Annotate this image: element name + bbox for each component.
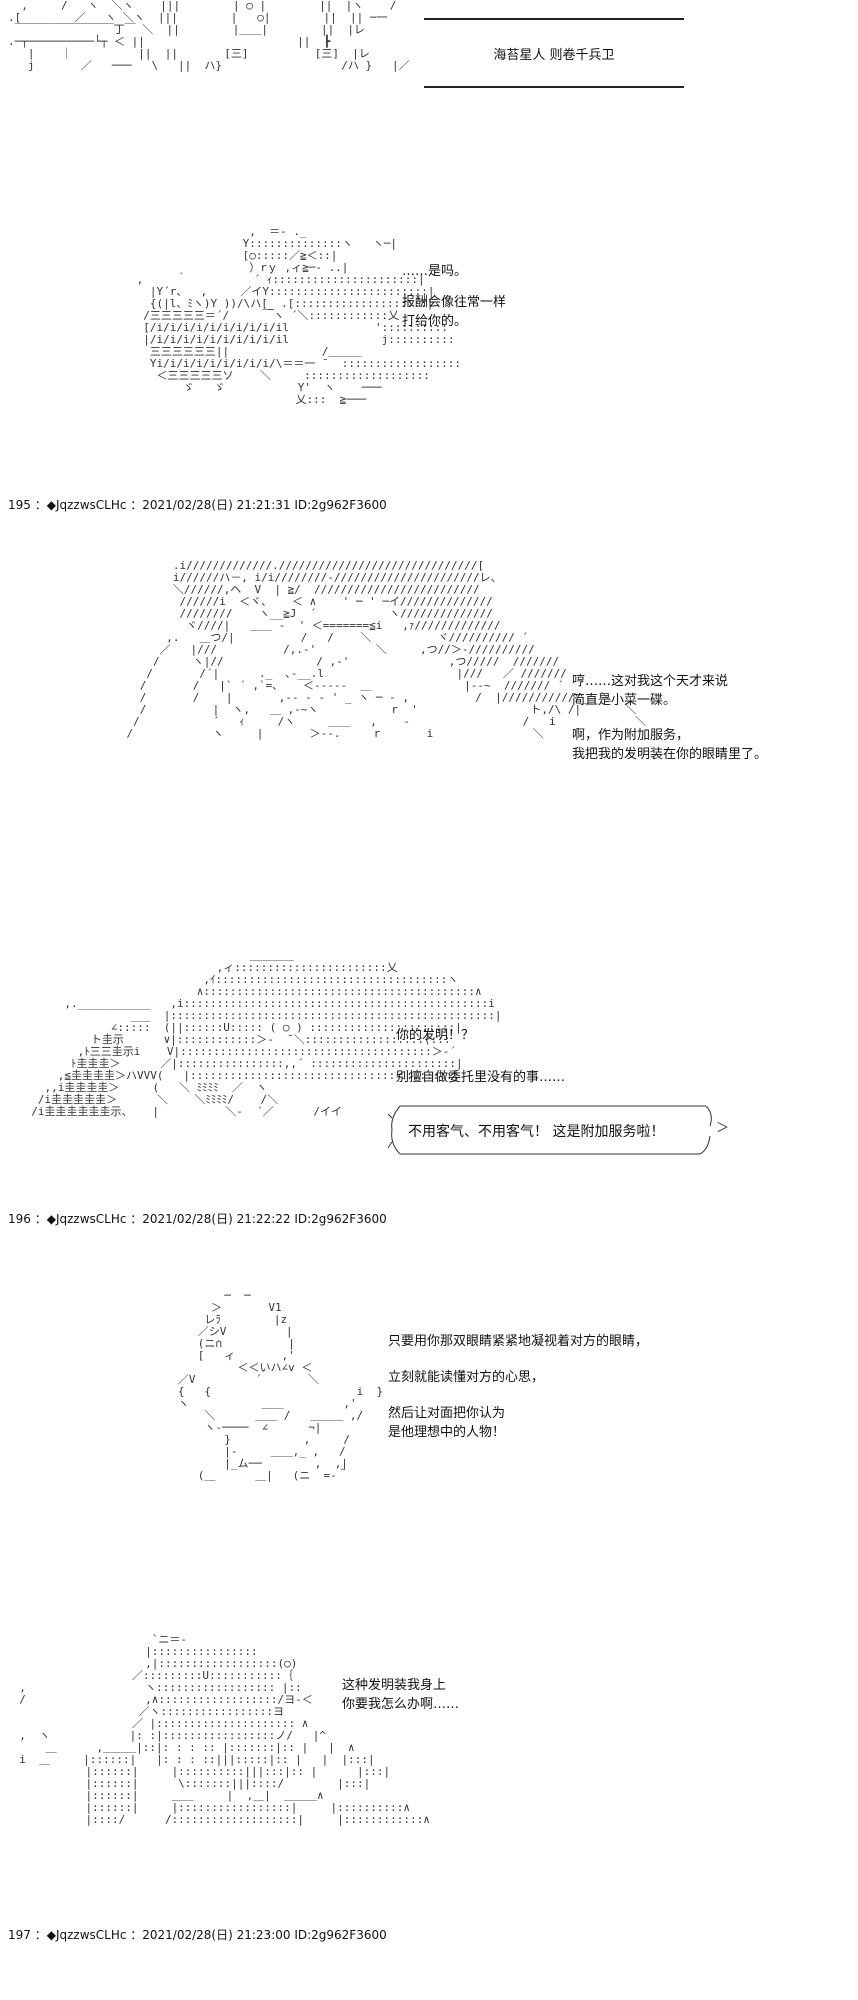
dialog-panel-3b: 啊，作为附加服务， 我把我的发明装在你的眼睛里了。 [572, 726, 767, 764]
dialog-line: 只要用你那双眼睛紧紧地凝视着对方的眼睛， [388, 1334, 649, 1349]
speech-bubble-outline [388, 1105, 712, 1155]
dialog-panel-5b: 立刻就能读懂对方的心思， [388, 1368, 544, 1387]
character-name: 海苔星人 则卷千兵卫 [493, 48, 615, 63]
dialog-line: 报酬会像往常一样 [402, 295, 507, 310]
ascii-art-panel-5: ─ ─ ＞ V1 レﾗ |z ／シV | (ニ∩ | [ ィ ,' ＜＜いハ∠v… [177, 1289, 384, 1482]
dialog-line: 你要我怎么办啊…… [342, 1697, 460, 1712]
dialog-panel-4a: 你的发明！？ [396, 1026, 474, 1045]
speech-bubble: 不用客气、不用客气！ 这是附加服务啦！ [388, 1104, 718, 1156]
post-header-197: 197 ：◆JqzzwsCLHc ：2021/02/28(日) 21:23:00… [8, 1928, 387, 1942]
ascii-art-panel-3: .i/////////////.////////////////////////… [126, 559, 647, 740]
ascii-art-top: , / ヽ ＼ヽ ||| | ○ | || |ヽ / .[ ／ ヽ ＼ヽ |||… [8, 0, 410, 72]
dialog-panel-6: 这种发明装我身上 你要我怎么办啊…… [342, 1676, 459, 1714]
post-header-196: 196 ：◆JqzzwsCLHc ：2021/02/28(日) 21:22:22… [8, 1212, 387, 1226]
speech-bubble-text: 不用客气、不用客气！ 这是附加服务啦！ [408, 1124, 665, 1140]
dialog-line: 简直是小菜一碟。 [572, 693, 677, 708]
dialog-line: 你的发明！？ [396, 1028, 475, 1043]
dialog-line: 啊，作为附加服务， [572, 728, 690, 743]
dialog-line: 打给你的。 [402, 314, 468, 329]
dialog-line: 哼……这对我这个天才来说 [572, 674, 729, 689]
dialog-line: 别擅自做委托里没有的事…… [396, 1070, 566, 1085]
dialog-line: 我把我的发明装在你的眼睛里了。 [572, 747, 768, 762]
dialog-panel-5c: 然后让对面把你认为 是他理想中的人物！ [388, 1404, 505, 1442]
dialog-line: 这种发明装我身上 [342, 1678, 447, 1693]
ascii-art-panel-6: `ニ＝- |:::::::::::::::: ,|:::::::::::::::… [19, 1633, 430, 1826]
post-header-195: 195 ：◆JqzzwsCLHc ：2021/02/28(日) 21:21:31… [8, 498, 387, 512]
dialog-panel-5a: 只要用你那双眼睛紧紧地凝视着对方的眼睛， [388, 1332, 648, 1351]
dialog-panel-3a: 哼……这对我这个天才来说 简直是小菜一碟。 [572, 672, 728, 710]
dialog-line: ……是吗。 [402, 264, 468, 279]
ascii-art-panel-4: ＿＿＿＿ ,ィ:::::::::::::::::::::::乂 ,ｲ::::::… [31, 949, 502, 1118]
name-box-bottom-rule [424, 86, 684, 88]
character-name-box: 海苔星人 则卷千兵卫 [424, 14, 684, 88]
speech-bubble-arrow: ＞ [716, 1121, 730, 1136]
name-box-top-rule [424, 18, 684, 20]
ascii-art-panel-2: , ＝- ._ Y::::::::::::::ヽ ヽ─| [○:::::／≧＜:… [136, 225, 462, 406]
dialog-panel-2: ……是吗。 报酬会像往常一样 打给你的。 [402, 262, 506, 331]
dialog-line: 然后让对面把你认为 [388, 1406, 506, 1421]
dialog-line: 是他理想中的人物！ [388, 1425, 506, 1440]
dialog-panel-4b: 别擅自做委托里没有的事…… [396, 1068, 565, 1087]
dialog-line: 立刻就能读懂对方的心思， [388, 1370, 545, 1385]
